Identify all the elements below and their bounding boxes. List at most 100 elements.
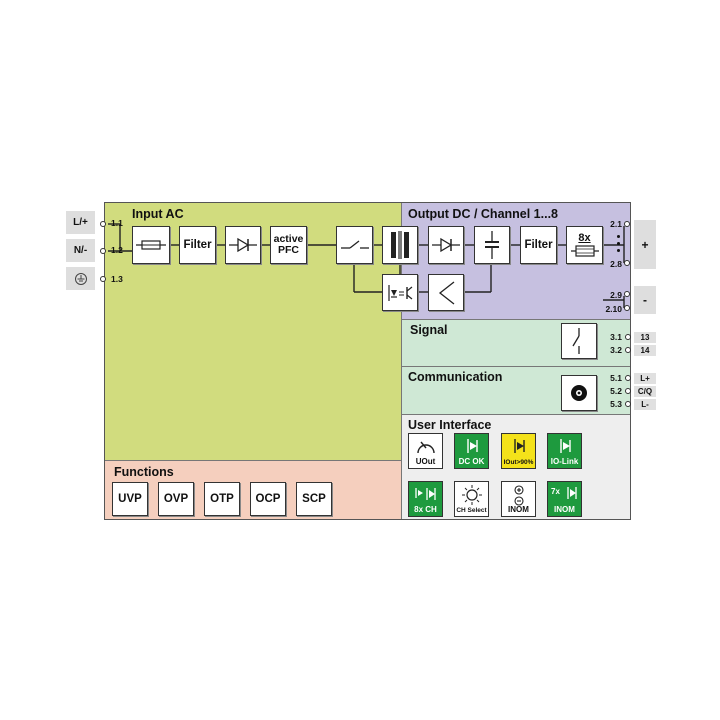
transformer-icon (391, 231, 409, 259)
terminal-ring (624, 291, 630, 297)
terminal-ring (625, 334, 631, 340)
pin-5-1: 5.1 (610, 373, 622, 383)
functions-title: Functions (114, 465, 174, 479)
switch-block (336, 226, 373, 264)
terminal-ring (100, 221, 106, 227)
input-filter-block: Filter (179, 226, 216, 264)
pfc-line1: active (273, 233, 304, 245)
pin-2-1: 2.1 (610, 219, 622, 229)
pfc-block: active PFC (270, 226, 307, 264)
pfc-line2: PFC (278, 244, 299, 256)
channels-count: 8x (578, 232, 591, 244)
ui-label: IO-Link (550, 457, 579, 466)
signal-title: Signal (410, 323, 448, 337)
ui-label: CH Select (456, 507, 487, 514)
channels-block: 8x (566, 226, 603, 264)
terminal-ground (66, 267, 95, 290)
ui-uout-potentiometer: UOut (408, 433, 443, 469)
pin-2-10: 2.10 (605, 304, 622, 314)
ui-dc-ok-led: DC OK (454, 433, 489, 469)
ui-prefix: 7x (551, 487, 560, 496)
io-link-icon (571, 385, 587, 401)
pin-1-3: 1.3 (111, 274, 123, 284)
pin-1-1: 1.1 (111, 218, 123, 228)
more-terminals-dots (617, 234, 621, 256)
user-interface-title: User Interface (408, 418, 492, 432)
transformer-block (382, 226, 418, 264)
signal-tag-14: 14 (634, 345, 656, 356)
io-link-block (561, 375, 597, 411)
terminal-ring (624, 305, 630, 311)
pin-5-3: 5.3 (610, 399, 622, 409)
terminal-ring (625, 375, 631, 381)
pin-2-8: 2.8 (610, 259, 622, 269)
relay-contact-icon (572, 328, 580, 354)
function-otp: OTP (204, 482, 240, 516)
output-rectifier-block (428, 226, 464, 264)
optocoupler-block (382, 274, 418, 311)
comm-tag-l-minus: L- (634, 399, 656, 410)
terminal-label-neutral: N/- (66, 239, 95, 262)
output-filter-block: Filter (520, 226, 557, 264)
ui-io-link-led: IO-Link (547, 433, 582, 469)
function-scp: SCP (296, 482, 332, 516)
ui-7x-inom-led: 7x INOM (547, 481, 582, 517)
pin-2-9: 2.9 (610, 290, 622, 300)
led-icon (466, 439, 478, 453)
electronic-fuse-icon (570, 245, 599, 257)
terminal-ring (100, 276, 106, 282)
ui-8x-ch-led: 8x CH (408, 481, 443, 517)
ui-label: INOM (554, 505, 575, 514)
ui-label: INOM (508, 505, 529, 514)
capacitor-block (474, 226, 510, 264)
ground-icon (74, 272, 87, 285)
ui-inom-buttons: INOM (501, 481, 536, 517)
pwm-controller-icon (438, 280, 455, 305)
output-plus-label: + (634, 220, 656, 269)
led-icon (567, 487, 577, 499)
rectifier-block (225, 226, 261, 264)
terminal-ring (625, 347, 631, 353)
diode-icon (229, 237, 257, 253)
comm-tag-cq: C/Q (634, 386, 656, 397)
potentiometer-icon (416, 441, 435, 454)
ui-iout-90-led: IOut>90% (501, 433, 536, 469)
led-icon (559, 439, 571, 453)
terminal-ring (624, 221, 630, 227)
pin-3-2: 3.2 (610, 345, 622, 355)
terminal-ring (624, 260, 630, 266)
terminal-ring (625, 401, 631, 407)
terminal-ring (100, 248, 106, 254)
capacitor-icon (485, 231, 499, 259)
plus-minus-buttons-icon (513, 485, 524, 506)
ui-label: UOut (415, 457, 436, 466)
ui-label: DC OK (458, 457, 485, 466)
fuse-icon (136, 240, 166, 250)
function-ocp: OCP (250, 482, 286, 516)
led-pair-icon (414, 488, 436, 500)
pin-3-1: 3.1 (610, 332, 622, 342)
terminal-label-line: L/+ (66, 211, 95, 234)
switch-icon (340, 240, 369, 249)
terminal-ring (625, 388, 631, 394)
optocoupler-icon (388, 284, 413, 301)
function-uvp: UVP (112, 482, 148, 516)
output-dc-title: Output DC / Channel 1...8 (408, 207, 559, 221)
led-icon (513, 439, 525, 453)
relay-contact-block (561, 323, 597, 359)
function-ovp: OVP (158, 482, 194, 516)
diode-icon (432, 237, 460, 253)
fuse-block (132, 226, 170, 264)
ui-ch-select-button: CH Select (454, 481, 489, 517)
ui-label: 8x CH (414, 505, 437, 514)
controller-block (428, 274, 464, 311)
pin-5-2: 5.2 (610, 386, 622, 396)
pin-1-2: 1.2 (111, 245, 123, 255)
communication-title: Communication (408, 370, 503, 384)
selector-icon (461, 485, 482, 505)
input-ac-title: Input AC (132, 207, 184, 221)
signal-tag-13: 13 (634, 332, 656, 343)
output-minus-label: - (634, 286, 656, 314)
comm-tag-l-plus: L+ (634, 373, 656, 384)
ui-label: IOut>90% (503, 459, 534, 466)
